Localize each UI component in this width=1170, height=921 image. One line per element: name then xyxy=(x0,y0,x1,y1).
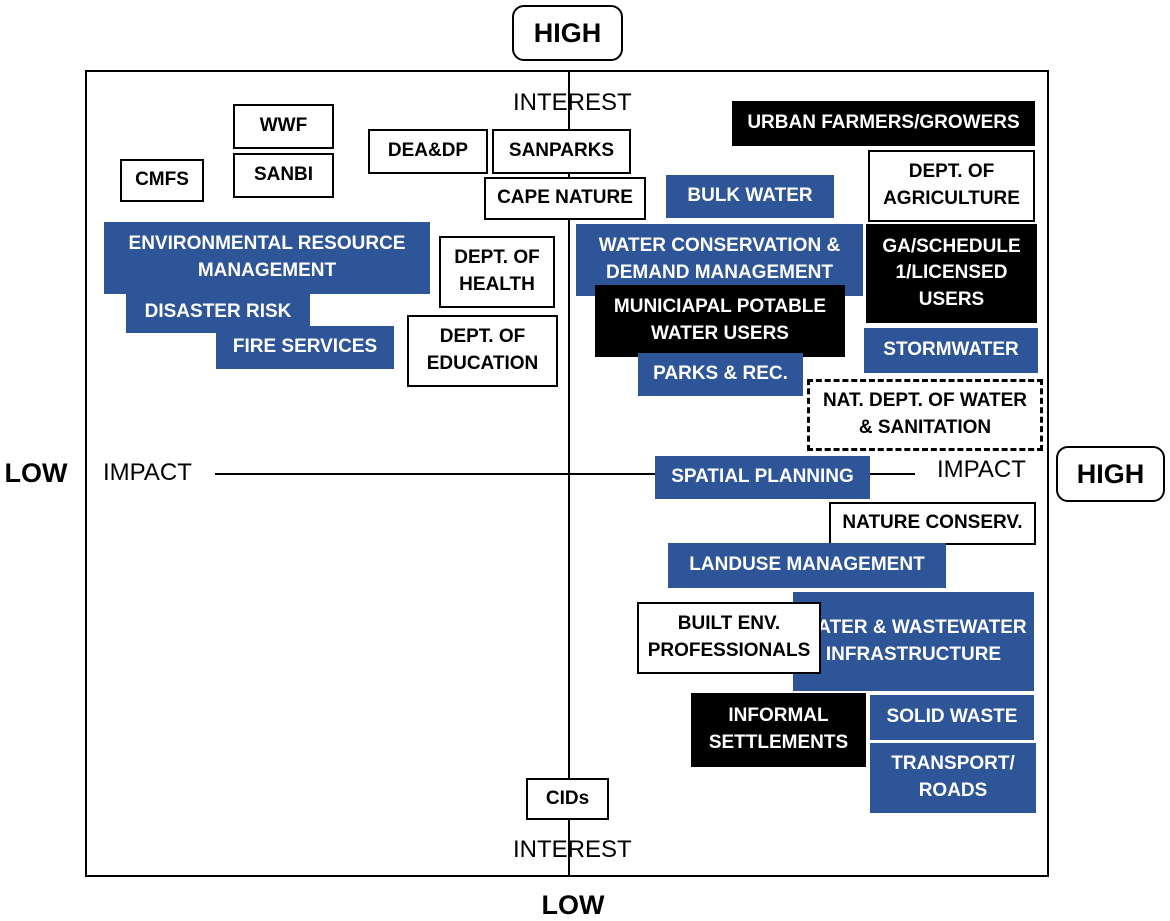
node-nat-dept-of-water-sanitation: NAT. DEPT. OF WATER & SANITATION xyxy=(807,379,1043,451)
plot-frame xyxy=(85,70,1049,877)
node-water-wastewater-infrastructure: WATER & WASTEWATER INFRASTRUCTURE xyxy=(793,592,1034,691)
node-dept-of-health: DEPT. OF HEALTH xyxy=(439,236,555,308)
node-informal-settlements: INFORMAL SETTLEMENTS xyxy=(691,693,866,767)
node-spatial-planning: SPATIAL PLANNING xyxy=(655,456,870,499)
node-urban-farmers-growers: URBAN FARMERS/GROWERS xyxy=(732,101,1035,146)
node-ga-schedule-licensed-users: GA/SCHEDULE 1/LICENSED USERS xyxy=(866,224,1037,323)
interest-axis-label-bottom: INTEREST xyxy=(513,836,632,863)
node-municipal-potable-water-users: MUNICIAPAL POTABLE WATER USERS xyxy=(595,285,845,357)
edge-label-low-bottom: LOW xyxy=(541,890,605,920)
node-parks-rec: PARKS & REC. xyxy=(638,353,803,396)
edge-label-high-top: HIGH xyxy=(512,5,623,61)
node-cmfs: CMFS xyxy=(120,159,204,202)
impact-axis-label-right: IMPACT xyxy=(937,456,1026,483)
node-solid-waste: SOLID WASTE xyxy=(870,695,1034,740)
node-environmental-resource-management: ENVIRONMENTAL RESOURCE MANAGEMENT xyxy=(104,222,430,294)
node-transport-roads: TRANSPORT/ ROADS xyxy=(870,743,1036,813)
edge-label-low-left: LOW xyxy=(4,458,68,488)
node-cape-nature: CAPE NATURE xyxy=(484,177,646,220)
impact-axis-line xyxy=(215,473,915,475)
node-nature-conserv: NATURE CONSERV. xyxy=(829,502,1036,545)
node-water-conservation-demand-management: WATER CONSERVATION & DEMAND MANAGEMENT xyxy=(576,224,863,296)
node-fire-services: FIRE SERVICES xyxy=(216,326,394,369)
node-disaster-risk: DISASTER RISK xyxy=(126,292,310,333)
interest-axis-label-top: INTEREST xyxy=(513,89,632,116)
node-dept-of-education: DEPT. OF EDUCATION xyxy=(407,315,558,387)
node-dea-dp: DEA&DP xyxy=(368,129,488,174)
node-bulk-water: BULK WATER xyxy=(666,175,834,218)
node-wwf: WWF xyxy=(233,104,334,149)
impact-axis-label-left: IMPACT xyxy=(103,459,192,486)
edge-label-high-right: HIGH xyxy=(1056,446,1165,502)
node-cids: CIDs xyxy=(526,778,609,820)
node-sanbi: SANBI xyxy=(233,153,334,198)
node-built-env-professionals: BUILT ENV. PROFESSIONALS xyxy=(637,602,821,674)
node-stormwater: STORMWATER xyxy=(864,328,1038,373)
node-sanparks: SANPARKS xyxy=(492,129,631,174)
node-dept-of-agriculture: DEPT. OF AGRICULTURE xyxy=(868,150,1035,222)
node-landuse-management: LANDUSE MANAGEMENT xyxy=(668,543,946,588)
